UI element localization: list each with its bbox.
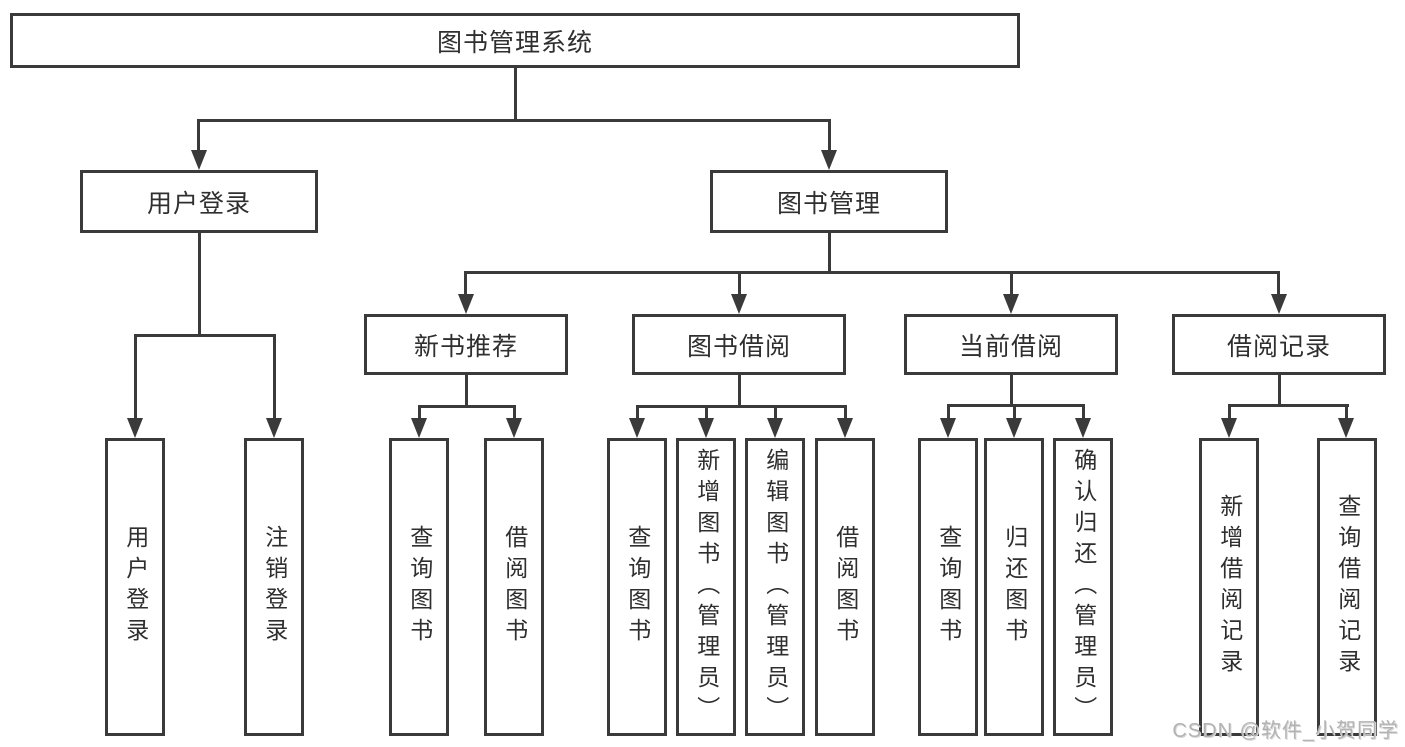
connector-line [1277, 271, 1280, 296]
connector-line [844, 405, 847, 420]
leaf-query-books: 查询图书 [389, 438, 449, 736]
node-book-borrow: 图书借阅 [632, 314, 846, 375]
connector-line [418, 405, 516, 408]
leaf-user-login: 用户登录 [105, 438, 165, 736]
arrowhead-down [1006, 418, 1022, 438]
connector-line [738, 271, 741, 296]
connector-line [774, 405, 777, 420]
connector-line [1010, 271, 1013, 296]
connector-line [464, 271, 1280, 274]
connector-line [1010, 375, 1013, 406]
arrowhead-down [731, 294, 747, 314]
connector-line [1013, 404, 1016, 420]
arrowhead-down [191, 150, 207, 170]
leaf-query-borrow-record: 查询借阅记录 [1317, 438, 1377, 736]
arrowhead-down [821, 150, 837, 170]
arrowhead-down [837, 418, 853, 438]
connector-line [1228, 404, 1231, 420]
arrowhead-down [127, 418, 143, 438]
node-root: 图书管理系统 [10, 13, 1020, 68]
connector-line [636, 405, 847, 408]
connector-line [947, 404, 950, 420]
connector-line [513, 405, 516, 420]
connector-line [828, 119, 831, 152]
arrowhead-down [458, 294, 474, 314]
connector-line [828, 233, 831, 273]
leaf-logout: 注销登录 [244, 438, 304, 736]
connector-line [705, 405, 708, 420]
connector-line [465, 375, 468, 407]
connector-line [197, 119, 831, 122]
connector-line [1345, 404, 1348, 420]
arrowhead-down [411, 418, 427, 438]
connector-line [198, 233, 201, 336]
leaf-add-book-admin: 新增图书（管理员） [676, 438, 736, 736]
arrowhead-down [940, 418, 956, 438]
node-book-management: 图书管理 [710, 170, 948, 233]
arrowhead-down [1271, 294, 1287, 314]
connector-line [134, 334, 137, 420]
connector-line [1228, 404, 1349, 407]
csdn-watermark: CSDN @软件_小贺同学 [1172, 720, 1399, 742]
connector-line [514, 68, 517, 121]
arrowhead-down [629, 418, 645, 438]
connector-line [738, 375, 741, 407]
leaf-confirm-return-admin: 确认归还（管理员） [1053, 438, 1113, 736]
arrowhead-down [1003, 294, 1019, 314]
leaf-add-borrow-record: 新增借阅记录 [1199, 438, 1259, 736]
connector-line [134, 334, 275, 337]
arrowhead-down [698, 418, 714, 438]
node-borrow-record: 借阅记录 [1172, 314, 1386, 375]
arrowhead-down [266, 418, 282, 438]
arrowhead-down [506, 418, 522, 438]
node-current-borrow: 当前借阅 [904, 314, 1118, 375]
connector-line [464, 271, 467, 296]
connector-line [636, 405, 639, 420]
arrowhead-down [767, 418, 783, 438]
leaf-query-books: 查询图书 [918, 438, 978, 736]
leaf-edit-book-admin: 编辑图书（管理员） [745, 438, 805, 736]
connector-line [197, 119, 200, 152]
connector-line [273, 334, 276, 420]
connector-line [418, 405, 421, 420]
leaf-return-books: 归还图书 [984, 438, 1044, 736]
leaf-query-books: 查询图书 [607, 438, 667, 736]
connector-line [947, 404, 1085, 407]
connector-line [1082, 404, 1085, 420]
leaf-borrow-books: 借阅图书 [484, 438, 544, 736]
arrowhead-down [1338, 418, 1354, 438]
node-new-book-recommend: 新书推荐 [364, 314, 568, 375]
node-user-login: 用户登录 [80, 170, 318, 233]
arrowhead-down [1221, 418, 1237, 438]
connector-line [1278, 375, 1281, 406]
leaf-borrow-books: 借阅图书 [815, 438, 875, 736]
arrowhead-down [1075, 418, 1091, 438]
